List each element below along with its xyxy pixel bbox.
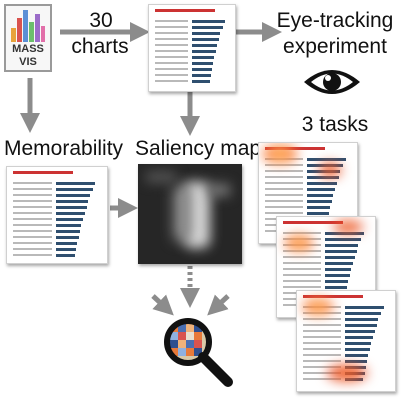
eye-icon xyxy=(304,70,360,94)
heatmap-chart-1 xyxy=(258,142,358,244)
thumbnail-bar-row xyxy=(13,241,101,245)
thumbnail-bar-row xyxy=(155,19,229,23)
thumbnail-bar-row xyxy=(265,181,351,185)
thumbnail-bar-row xyxy=(303,317,389,321)
thumbnail-bar-row xyxy=(283,261,369,265)
magnifier-icon xyxy=(164,318,233,387)
saliency-map-image xyxy=(138,164,242,264)
thumbnail-bar-row xyxy=(155,67,229,71)
thumbnail-bar-row xyxy=(283,285,369,289)
logo-line-2: VIS xyxy=(19,56,37,68)
thumbnail-bar-row xyxy=(265,175,351,179)
logo-line-1: MASS xyxy=(12,43,44,55)
thumbnail-bar-row xyxy=(13,211,101,215)
thumbnail-bar-row xyxy=(13,253,101,257)
thumbnail-bar-row xyxy=(303,353,389,357)
thumbnail-bar-row xyxy=(283,279,369,283)
thumbnail-bar-row xyxy=(265,193,351,197)
thumbnail-bar-row xyxy=(265,187,351,191)
charts-word: charts xyxy=(71,35,129,58)
thumbnail-bar-row xyxy=(13,229,101,233)
thumbnail-bar-row xyxy=(155,55,229,59)
thumbnail-bar-row xyxy=(283,231,369,235)
thumbnail-bar-row xyxy=(155,37,229,41)
thumbnail-bar-row xyxy=(303,335,389,339)
thumbnail-bar-row xyxy=(283,273,369,277)
thumbnail-bar-row xyxy=(13,193,101,197)
thumbnail-bar-row xyxy=(13,181,101,185)
arrow-right-to-magnifier xyxy=(207,294,230,316)
thumbnail-bar-row xyxy=(303,359,389,363)
thumbnail-bar-row xyxy=(155,49,229,53)
thumbnail-bar-row xyxy=(155,43,229,47)
thumbnail-bar-row xyxy=(283,249,369,253)
thumbnail-bar-row xyxy=(155,31,229,35)
thumbnail-bar-row xyxy=(13,205,101,209)
eyetracking-line-2: experiment xyxy=(283,35,387,58)
thumbnail-bar-row xyxy=(265,211,351,215)
thumbnail-bar-row xyxy=(13,187,101,191)
arrow-left-to-magnifier xyxy=(151,294,174,316)
bar-rows xyxy=(283,231,369,313)
thumbnail-bar-row xyxy=(303,341,389,345)
thumbnail-bar-row xyxy=(283,267,369,271)
sample-chart-top xyxy=(148,4,236,92)
massvis-logo: MASS VIS xyxy=(4,4,52,72)
thumbnail-bar-row xyxy=(13,199,101,203)
bar-rows xyxy=(13,181,101,259)
thumbnail-bar-row xyxy=(303,347,389,351)
thumbnail-bar-row xyxy=(155,25,229,29)
thumbnail-bar-row xyxy=(265,205,351,209)
thumbnail-bar-row xyxy=(303,329,389,333)
eyetracking-line-1: Eye-tracking xyxy=(276,9,394,32)
charts-count: 30 xyxy=(89,9,113,32)
bar-chart-logo-icon xyxy=(11,10,45,42)
saliency-label: Saliency map xyxy=(135,137,262,160)
tasks-label: 3 tasks xyxy=(301,113,369,136)
memorability-label: Memorability xyxy=(4,137,124,160)
thumbnail-bar-row xyxy=(155,61,229,65)
thumbnail-bar-row xyxy=(303,323,389,327)
thumbnail-bar-row xyxy=(265,199,351,203)
bar-rows xyxy=(155,19,229,87)
thumbnail-bar-row xyxy=(13,223,101,227)
thumbnail-bar-row xyxy=(13,235,101,239)
thumbnail-bar-row xyxy=(283,255,369,259)
heatmap-chart-3 xyxy=(296,290,396,392)
thumbnail-bar-row xyxy=(13,217,101,221)
thumbnail-bar-row xyxy=(155,73,229,77)
thumbnail-bar-row xyxy=(13,247,101,251)
thumbnail-bar-row xyxy=(155,79,229,83)
memorability-chart xyxy=(6,166,108,264)
